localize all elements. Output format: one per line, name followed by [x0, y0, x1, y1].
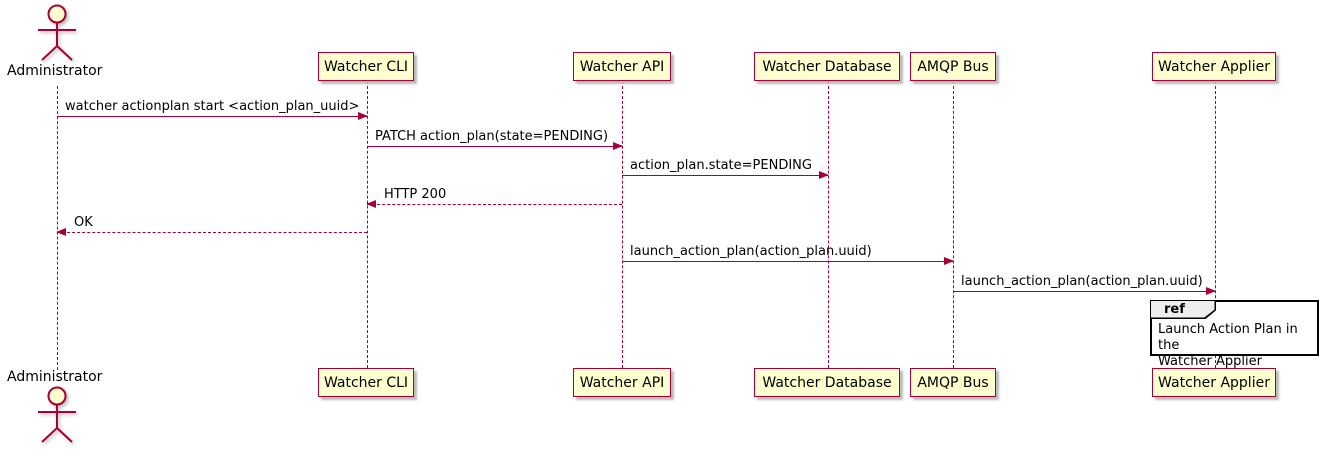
message-patch-action-plan: PATCH action_plan(state=PENDING) — [367, 129, 623, 150]
arrowhead-icon — [366, 200, 376, 208]
message-line — [57, 112, 368, 120]
lifeline-amqp-bus — [952, 81, 954, 368]
ref-fragment: ref Launch Action Plan in the Watcher Ap… — [1150, 300, 1319, 369]
actor-administrator-bottom: Administrator — [7, 369, 103, 385]
participant-watcher-api-bottom: Watcher API — [573, 368, 671, 397]
participant-label: Watcher API — [579, 58, 665, 75]
participant-watcher-applier-top: Watcher Applier — [1152, 52, 1276, 81]
lifeline-watcher-applier — [1214, 81, 1216, 368]
participant-label: Watcher Applier — [1158, 374, 1270, 391]
participant-watcher-applier-bottom: Watcher Applier — [1152, 368, 1276, 397]
actor-icon — [38, 4, 76, 61]
message-start-actionplan: watcher actionplan start <action_plan_uu… — [57, 99, 368, 120]
actor-icon — [38, 386, 76, 443]
message-label: PATCH action_plan(state=PENDING) — [375, 129, 609, 144]
arrowhead-icon — [358, 112, 368, 120]
arrowhead-icon — [613, 142, 623, 150]
arrowhead-icon — [819, 171, 829, 179]
message-line — [56, 228, 367, 236]
message-line — [622, 171, 829, 179]
message-http-200: HTTP 200 — [366, 187, 622, 208]
message-launch-to-applier: launch_action_plan(action_plan.uuid) — [953, 274, 1216, 295]
participant-watcher-database-bottom: Watcher Database — [754, 368, 900, 397]
participant-watcher-cli-bottom: Watcher CLI — [318, 368, 414, 397]
ref-keyword-label: ref — [1164, 301, 1185, 317]
participant-watcher-cli-top: Watcher CLI — [318, 52, 414, 81]
participant-label: AMQP Bus — [917, 374, 989, 391]
arrowhead-icon — [1206, 287, 1216, 295]
arrowhead-icon — [944, 257, 954, 265]
participant-amqp-bus-bottom: AMQP Bus — [910, 368, 996, 397]
participant-label: Watcher Database — [762, 58, 892, 75]
participant-label: Watcher Database — [762, 374, 892, 391]
participant-label: AMQP Bus — [917, 58, 989, 75]
arrowhead-icon — [56, 228, 66, 236]
lifeline-watcher-cli — [366, 81, 368, 368]
message-label: watcher actionplan start <action_plan_uu… — [65, 99, 360, 114]
message-ok: OK — [56, 215, 367, 236]
lifeline-watcher-api — [621, 81, 623, 368]
participant-label: Watcher Applier — [1158, 58, 1270, 75]
ref-tab: ref — [1151, 301, 1216, 319]
participant-label: Watcher CLI — [323, 374, 409, 391]
participant-label: Watcher API — [579, 374, 665, 391]
participant-watcher-api-top: Watcher API — [573, 52, 671, 81]
participant-label: Watcher CLI — [323, 58, 409, 75]
message-label: action_plan.state=PENDING — [630, 158, 812, 173]
message-launch-to-amqp: launch_action_plan(action_plan.uuid) — [622, 244, 954, 265]
lifeline-watcher-database — [827, 81, 829, 368]
ref-tab-fill — [1151, 301, 1215, 318]
message-line — [366, 200, 622, 208]
message-line — [622, 257, 954, 265]
message-line — [367, 142, 623, 150]
message-label: HTTP 200 — [384, 187, 447, 202]
message-label: OK — [74, 215, 93, 230]
message-label: launch_action_plan(action_plan.uuid) — [630, 244, 872, 259]
participant-amqp-bus-top: AMQP Bus — [910, 52, 996, 81]
actor-administrator-top: Administrator — [7, 63, 103, 79]
message-db-state-pending: action_plan.state=PENDING — [622, 158, 829, 179]
ref-body-text: Launch Action Plan in the Watcher Applie… — [1158, 322, 1298, 369]
message-line — [953, 287, 1216, 295]
message-label: launch_action_plan(action_plan.uuid) — [961, 274, 1203, 289]
participant-watcher-database-top: Watcher Database — [754, 52, 900, 81]
